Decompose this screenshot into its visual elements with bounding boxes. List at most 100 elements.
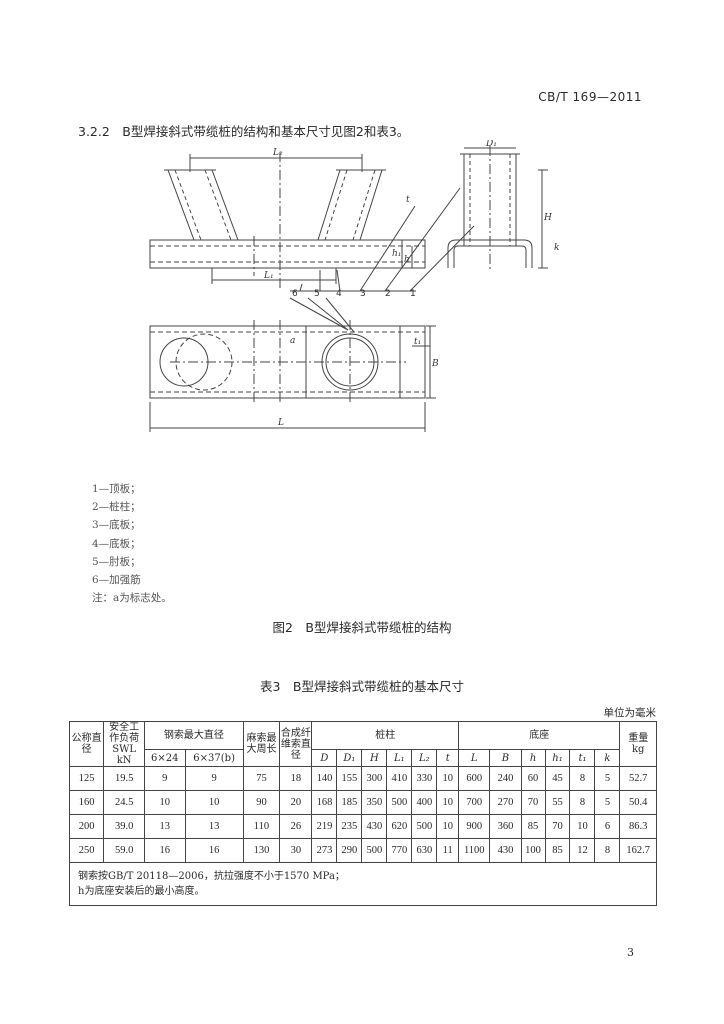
table-cell: 8 — [569, 790, 596, 815]
table-cell: 5 — [594, 790, 621, 815]
table-note: 钢索按GB/T 20118—2006，抗拉强度不小于1570 MPa； — [78, 871, 345, 882]
base-plan-view — [149, 325, 426, 399]
legend-note: 注：a为标志处。 — [92, 592, 172, 605]
table-cell: 270 — [489, 790, 522, 815]
table-cell: 50.4 — [619, 790, 657, 815]
table-cell: 500 — [411, 814, 438, 839]
dim-h1-label: h₁ — [392, 249, 401, 259]
dim-l1-label: L₁ — [263, 271, 274, 281]
legend-item: 6—加强筋 — [92, 574, 141, 587]
header-sub: h — [520, 749, 546, 767]
table-cell: 59.0 — [103, 838, 145, 863]
header-nominal: 公称直径 — [68, 721, 105, 767]
table-cell: 1100 — [458, 838, 491, 863]
table-cell: 770 — [386, 838, 413, 863]
table-cell: 155 — [336, 766, 363, 791]
table-cell: 16 — [143, 838, 186, 863]
dim-l-label: L — [277, 418, 284, 428]
table-cell: 300 — [361, 766, 388, 791]
header-sub: L₁ — [386, 749, 413, 767]
legend-item: 3—底板； — [92, 519, 141, 532]
table-cell: 8 — [594, 838, 621, 863]
table-cell: 55 — [544, 790, 571, 815]
table-cell: 20 — [279, 790, 313, 815]
table-cell: 900 — [458, 814, 491, 839]
header-sub: L — [458, 749, 491, 767]
table-cell: 500 — [386, 790, 413, 815]
header-wire-rope: 钢索最大直径 — [143, 721, 244, 750]
table-cell: 430 — [361, 814, 388, 839]
header-sub: k — [594, 749, 621, 767]
table-cell: 110 — [242, 814, 281, 839]
table-cell: 700 — [458, 790, 491, 815]
table-cell: 630 — [411, 838, 438, 863]
table-cell: 13 — [184, 814, 244, 839]
table-cell: 26 — [279, 814, 313, 839]
header-base: 底座 — [458, 721, 621, 750]
page-number: 3 — [627, 946, 634, 959]
table-cell: 85 — [544, 838, 571, 863]
header-sub: h₁ — [544, 749, 571, 767]
table-cell: 430 — [489, 838, 522, 863]
table-cell: 125 — [68, 766, 105, 791]
callout-1: 1 — [410, 289, 416, 299]
table-cell: 410 — [386, 766, 413, 791]
table-cell: 85 — [520, 814, 546, 839]
section-heading: 3.2.2 B型焊接斜式带缆桩的结构和基本尺寸见图2和表3。 — [78, 124, 410, 139]
table-cell: 18 — [279, 766, 313, 791]
table-cell: 273 — [311, 838, 338, 863]
table-cell: 350 — [361, 790, 388, 815]
table-cell: 39.0 — [103, 814, 145, 839]
callout-6: 6 — [292, 289, 298, 299]
header-sub: H — [361, 749, 388, 767]
table-cell: 10 — [569, 814, 596, 839]
dim-h-label: H — [543, 213, 552, 223]
unit-note: 单位为毫米 — [603, 707, 657, 719]
header-sub: D — [311, 749, 338, 767]
table-cell: 24.5 — [103, 790, 145, 815]
table-cell: 45 — [544, 766, 571, 791]
table-cell: 620 — [386, 814, 413, 839]
table-cell: 9 — [143, 766, 186, 791]
table-cell: 75 — [242, 766, 281, 791]
callout-3: 3 — [360, 289, 366, 299]
table-cell: 240 — [489, 766, 522, 791]
table-cell: 12 — [569, 838, 596, 863]
header-6x24: 6×24 — [143, 749, 186, 767]
table-cell: 10 — [143, 790, 186, 815]
table-cell: 219 — [311, 814, 338, 839]
table-cell: 11 — [436, 838, 460, 863]
dim-d1-label: D₁ — [485, 140, 497, 149]
mark-a-label: a — [290, 336, 295, 346]
dim-l2-label: L₂ — [272, 148, 283, 158]
header-sub: t₁ — [569, 749, 596, 767]
table-cell: 140 — [311, 766, 338, 791]
callout-4: 4 — [336, 289, 342, 299]
table-cell: 360 — [489, 814, 522, 839]
legend-item: 4—底板； — [92, 537, 141, 550]
table-note: h为底座安装后的最小高度。 — [78, 886, 205, 897]
table-cell: 100 — [520, 838, 546, 863]
table-cell: 10 — [436, 790, 460, 815]
table-cell: 235 — [336, 814, 363, 839]
callout-5: 5 — [314, 289, 320, 299]
table-cell: 13 — [143, 814, 186, 839]
right-post — [317, 169, 383, 241]
table-cell: 8 — [569, 766, 596, 791]
table-cell: 10 — [436, 814, 460, 839]
header-post: 桩柱 — [311, 721, 460, 750]
header-synthetic: 合成纤维索直径 — [279, 721, 313, 767]
table-cell: 250 — [68, 838, 105, 863]
table-cell: 10 — [184, 790, 244, 815]
header-sub: D₁ — [336, 749, 363, 767]
table-cell: 30 — [279, 838, 313, 863]
figure-caption: 图2 B型焊接斜式带缆桩的结构 — [272, 620, 452, 635]
table-cell: 162.7 — [619, 838, 657, 863]
table-cell: 168 — [311, 790, 338, 815]
